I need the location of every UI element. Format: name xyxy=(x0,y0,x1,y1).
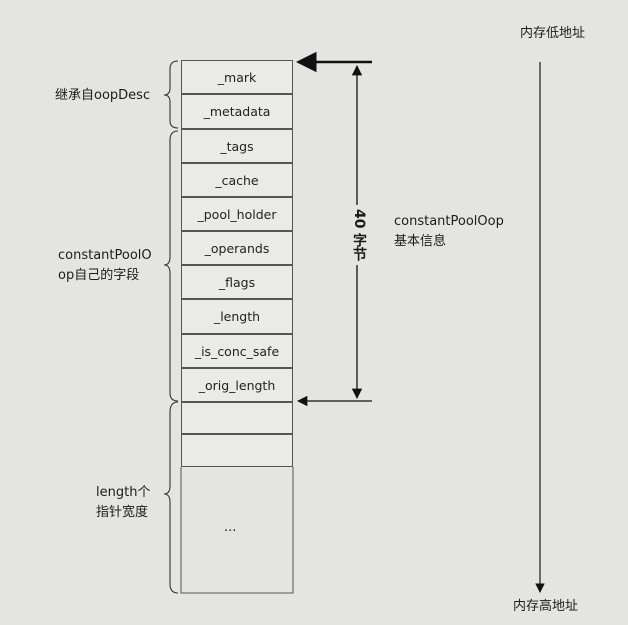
field-cell-flags: _flags xyxy=(181,265,293,299)
inherit-label: 继承自oopDesc xyxy=(55,88,151,103)
pointer-cell xyxy=(181,402,293,434)
pointer-brace xyxy=(163,401,179,594)
pointer-region-outline xyxy=(180,467,294,594)
pointer-label-line1: length个 xyxy=(96,485,151,500)
field-cell-metadata: _metadata xyxy=(181,94,293,129)
pointer-cell xyxy=(181,434,293,467)
own-fields-label-line1: constantPoolO xyxy=(58,248,152,263)
field-cell-is-conc-safe: _is_conc_safe xyxy=(181,334,293,368)
field-cell-orig-length: _orig_length xyxy=(181,368,293,402)
field-cell-mark: _mark xyxy=(181,60,293,94)
addr-high-label: 内存高地址 xyxy=(513,599,579,614)
field-cell-pool-holder: _pool_holder xyxy=(181,197,293,231)
addr-low-label: 内存低地址 xyxy=(520,26,586,41)
inherit-brace xyxy=(163,60,179,129)
field-cell-tags: _tags xyxy=(181,129,293,163)
pointer-ellipsis: ... xyxy=(224,520,237,535)
basic-info-label-line2: 基本信息 xyxy=(394,234,447,249)
field-cell-length: _length xyxy=(181,299,293,334)
own-fields-label-line2: op自己的字段 xyxy=(58,268,140,283)
basic-info-label-line1: constantPoolOop xyxy=(394,214,504,229)
own-fields-brace xyxy=(163,130,179,402)
size-label: 40 字节 xyxy=(345,205,369,266)
pointer-label-line2: 指针宽度 xyxy=(96,505,149,520)
field-cell-operands: _operands xyxy=(181,231,293,265)
field-cell-cache: _cache xyxy=(181,163,293,197)
